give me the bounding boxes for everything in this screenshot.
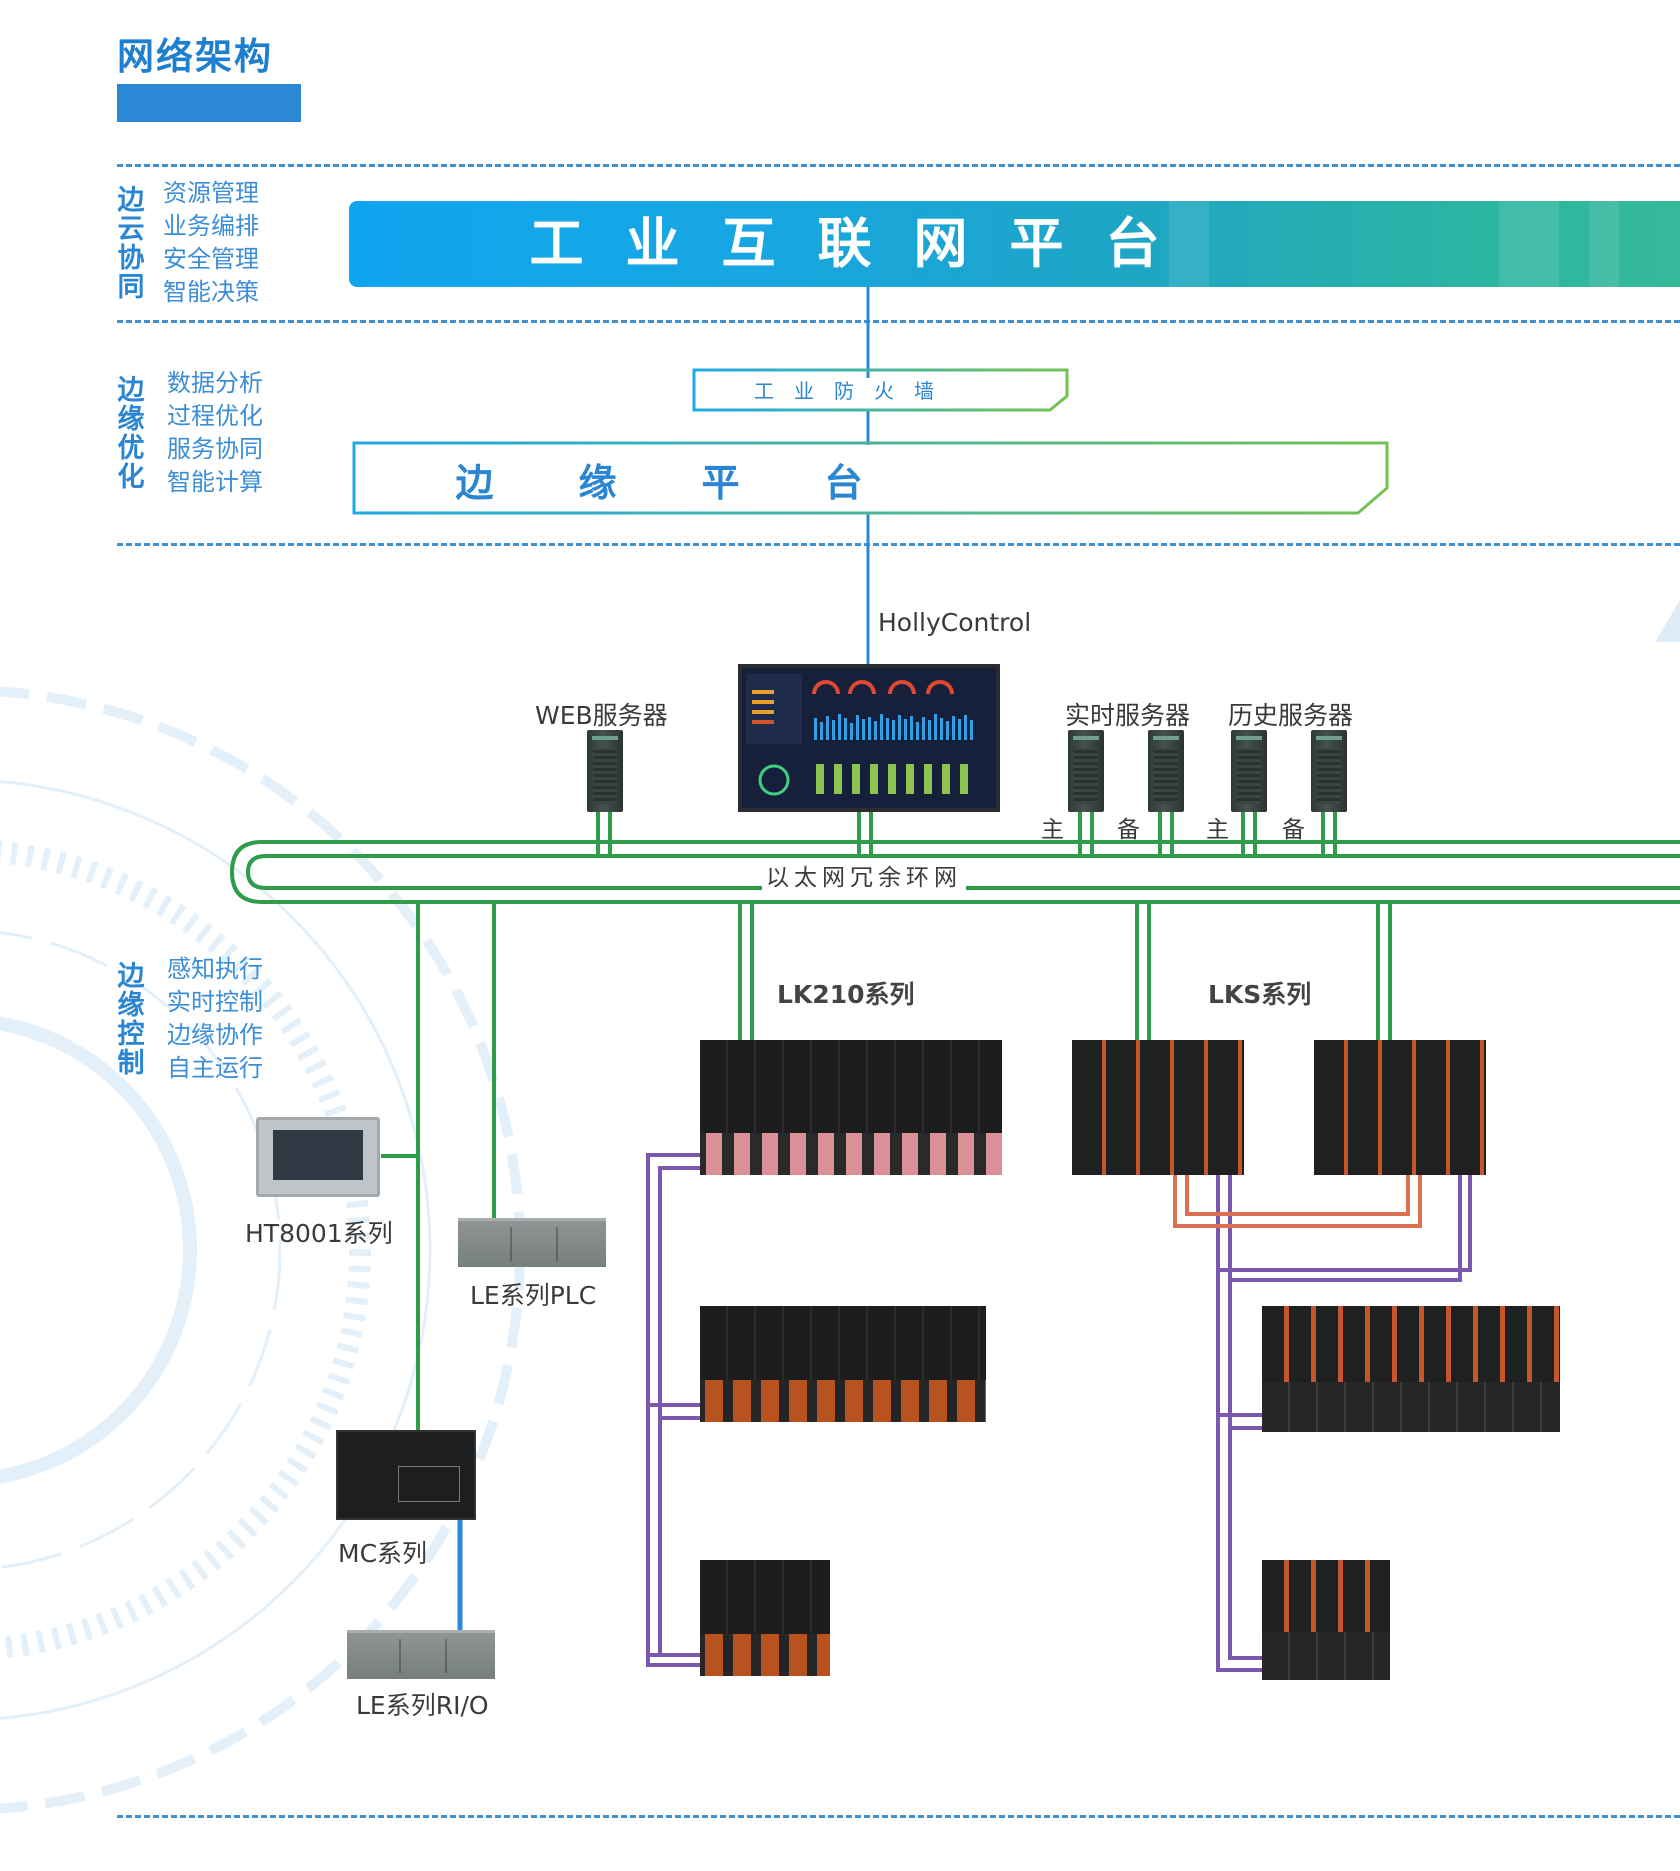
vertical-char: 制 <box>117 1048 145 1079</box>
list-item: 服务协同 <box>167 435 263 463</box>
vertical-char: 边 <box>117 185 145 216</box>
rack-terminals <box>1262 1632 1390 1680</box>
realtime-primary-label: 主 <box>1041 817 1064 843</box>
lks-expansion-rack-2 <box>1262 1560 1390 1680</box>
history-backup-label: 备 <box>1282 817 1305 843</box>
hmi-screen <box>273 1130 363 1180</box>
banner-glow <box>1589 201 1619 287</box>
rack-modules <box>700 1560 830 1634</box>
list-item: 业务编排 <box>163 212 259 240</box>
history-primary-label: 主 <box>1206 817 1229 843</box>
firewall-label: 工业防火墙 <box>754 379 954 403</box>
list-item: 感知执行 <box>167 955 263 983</box>
banner-glow <box>1169 201 1209 287</box>
banner-glow <box>1499 201 1559 287</box>
section-label-cloud: 边云协同 <box>115 186 147 302</box>
edge-platform-outline <box>352 441 1389 515</box>
realtime-server-label: 实时服务器 <box>1065 701 1191 730</box>
lk210-expansion-rack-2 <box>700 1560 830 1676</box>
rack-modules <box>700 1306 986 1380</box>
page-title: 网络架构 <box>117 35 273 78</box>
web-server-label: WEB服务器 <box>535 701 668 730</box>
industrial-internet-platform-label: 工业互联网平台 <box>529 212 1202 275</box>
hollycontrol-label: HollyControl <box>878 608 1032 637</box>
section-list-edge-optimization: 数据分析 过程优化 服务协同 智能计算 <box>167 367 263 499</box>
list-item: 资源管理 <box>163 179 259 207</box>
vertical-char: 缘 <box>117 990 145 1021</box>
list-item: 智能决策 <box>163 278 259 306</box>
rack-modules <box>700 1040 1002 1133</box>
scada-screen <box>742 668 996 808</box>
section-label-edge-optimization: 边缘优化 <box>115 376 147 492</box>
vertical-char: 边 <box>117 961 145 992</box>
realtime-backup-label: 备 <box>1117 817 1140 843</box>
realtime-server-primary-icon <box>1068 730 1104 812</box>
section-list-edge-control: 感知执行 实时控制 边缘协作 自主运行 <box>167 953 263 1085</box>
rack-terminals <box>700 1634 830 1676</box>
mc-label: MC系列 <box>338 1539 428 1568</box>
rack-terminals <box>700 1380 986 1422</box>
list-item: 安全管理 <box>163 245 259 273</box>
vertical-char: 协 <box>117 243 145 274</box>
ethernet-ring-outer <box>229 840 1680 904</box>
separator-line <box>117 543 1680 546</box>
vertical-char: 优 <box>117 433 145 464</box>
realtime-server-backup-icon <box>1148 730 1184 812</box>
vertical-char: 控 <box>117 1019 145 1050</box>
list-item: 智能计算 <box>167 468 263 496</box>
section-label-cloud-text: 边云协同 <box>115 186 147 302</box>
list-item: 实时控制 <box>167 988 263 1016</box>
ht8001-hmi <box>256 1117 380 1197</box>
lks-rack-primary <box>1072 1040 1244 1175</box>
history-server-label: 历史服务器 <box>1228 701 1354 730</box>
list-item: 边缘协作 <box>167 1021 263 1049</box>
vertical-char: 边 <box>117 375 145 406</box>
section-label-edge-optimization-text: 边缘优化 <box>115 376 147 492</box>
title-underline-bar <box>117 84 301 122</box>
le-plc-label: LE系列PLC <box>470 1281 597 1310</box>
separator-line <box>117 1815 1680 1818</box>
list-item: 过程优化 <box>167 402 263 430</box>
edge-platform-label: 边缘平台 <box>455 461 948 505</box>
lk210-expansion-rack-1 <box>700 1306 986 1422</box>
separator-line <box>117 164 1680 167</box>
history-server-primary-icon <box>1231 730 1267 812</box>
le-rio-label: LE系列RI/O <box>356 1691 489 1720</box>
rack-modules <box>1072 1040 1244 1175</box>
vertical-char: 云 <box>117 214 145 245</box>
ht8001-label: HT8001系列 <box>245 1219 393 1248</box>
web-server-icon <box>587 730 623 812</box>
list-item: 数据分析 <box>167 369 263 397</box>
section-list-cloud: 资源管理 业务编排 安全管理 智能决策 <box>163 177 259 309</box>
lk210-label: LK210系列 <box>777 980 915 1009</box>
lks-rack-backup <box>1314 1040 1486 1175</box>
vertical-char: 化 <box>117 462 145 493</box>
rack-terminals <box>1262 1382 1560 1432</box>
ethernet-ring-inner <box>245 854 1680 890</box>
lk210-main-rack <box>700 1040 1002 1175</box>
industrial-internet-platform-banner: 工业互联网平台 <box>349 201 1680 287</box>
rack-terminals <box>700 1133 1002 1175</box>
mc-controller <box>336 1430 476 1520</box>
mc-panel <box>398 1466 460 1502</box>
le-plc-device <box>458 1218 606 1267</box>
list-item: 自主运行 <box>167 1054 263 1082</box>
rack-modules <box>1262 1306 1560 1382</box>
history-server-backup-icon <box>1311 730 1347 812</box>
rack-modules <box>1262 1560 1390 1632</box>
ethernet-ring-label: 以太网冗余环网 <box>762 858 966 892</box>
vertical-char: 同 <box>117 272 145 303</box>
lks-expansion-rack-1 <box>1262 1306 1560 1432</box>
vertical-char: 缘 <box>117 404 145 435</box>
section-label-edge-control: 边缘控制 <box>115 962 147 1078</box>
firewall-outline <box>692 368 1069 412</box>
separator-line <box>117 320 1680 323</box>
hollycontrol-monitor <box>738 664 1000 812</box>
le-rio-device <box>347 1630 495 1679</box>
lks-label: LKS系列 <box>1208 980 1312 1009</box>
section-label-edge-control-text: 边缘控制 <box>115 962 147 1078</box>
rack-modules <box>1314 1040 1486 1175</box>
